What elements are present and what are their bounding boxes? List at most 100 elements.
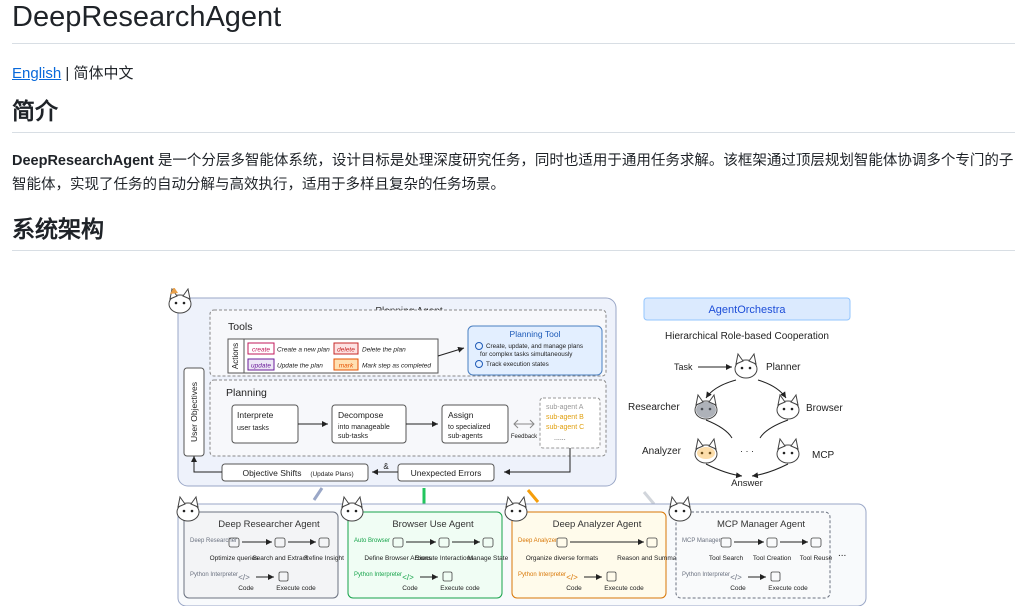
browser-use-agent-row1-1: Execute Interactions xyxy=(415,555,475,562)
browser-use-agent-cat-icon xyxy=(340,496,364,522)
mark-tag xyxy=(333,358,359,371)
interprete-title: Interprete xyxy=(237,410,274,420)
deep-analyzer-agent-side2: Python Interpreter xyxy=(518,572,566,578)
decompose-sub2: sub-tasks xyxy=(338,433,368,440)
delete-tag-text: delete xyxy=(337,347,355,354)
assign-sub2: sub-agents xyxy=(448,433,483,440)
user-objectives-label: User Objectives xyxy=(189,382,199,442)
analyzer-cat-icon xyxy=(694,438,718,464)
subagent-a: sub-agent A xyxy=(546,404,584,411)
connector-arrow-4 xyxy=(642,491,656,505)
intro-paragraph: DeepResearchAgent 是一个分层多智能体系统，设计目标是处理深度研… xyxy=(12,149,1015,197)
objective-shifts-label: Objective Shifts xyxy=(242,468,301,478)
feedback-label: Feedback xyxy=(511,434,538,440)
browser-use-agent-title: Browser Use Agent xyxy=(392,519,474,530)
browser-use-agent-side1: Auto Browser xyxy=(354,538,390,544)
update-plans-label: (Update Plans) xyxy=(310,471,353,478)
deep-researcher-agent-terminal-icon xyxy=(278,571,289,582)
mcp-manager-agent-code-icon: </> xyxy=(730,573,742,582)
agent-orchestra-title-box xyxy=(643,297,851,321)
mcp-manager-agent-side2: Python Interpreter xyxy=(682,572,730,578)
architecture-diagram: Planning Agent Tools Actions create Crea… xyxy=(166,288,870,606)
mcp-manager-agent-card xyxy=(675,511,831,599)
assign-title: Assign xyxy=(448,410,474,420)
orchestra-dots: · · · xyxy=(740,446,754,456)
hierarchical-label: Hierarchical Role-based Cooperation xyxy=(665,331,829,342)
browser-use-agent-row1-0: Define Browser Actions xyxy=(364,555,432,562)
update-desc: Update the plan xyxy=(277,363,323,370)
browser-use-agent-side2: Python Interpreter xyxy=(354,572,402,578)
amp-label: & xyxy=(383,462,389,471)
deep-analyzer-agent-row1-1: Reason and Summarize xyxy=(617,555,687,562)
language-separator: | xyxy=(61,65,74,82)
intro-project-name: DeepResearchAgent xyxy=(12,153,154,169)
mark-tag-text: mark xyxy=(339,363,354,370)
task-label: Task xyxy=(674,362,693,372)
mcp-manager-agent-row1-0: Tool Search xyxy=(709,555,744,562)
browser-use-agent-code-label: Code xyxy=(402,585,418,592)
deep-analyzer-agent-execute-label: Execute code xyxy=(604,585,644,592)
agent-orchestra-title: AgentOrchestra xyxy=(708,304,786,316)
tools-label: Tools xyxy=(228,321,253,333)
deep-analyzer-agent-terminal-icon xyxy=(606,571,617,582)
intro-heading: 简介 xyxy=(12,96,1015,133)
deep-researcher-agent-execute-label: Execute code xyxy=(276,585,316,592)
browser-label: Browser xyxy=(806,403,843,414)
planner-label: Planner xyxy=(766,362,801,373)
subagents-box xyxy=(539,397,601,449)
mcp-manager-agent-title: MCP Manager Agent xyxy=(717,519,805,530)
mcp-manager-agent-row1-icon-1 xyxy=(766,537,778,548)
planner-cat-icon xyxy=(734,353,758,379)
deep-researcher-agent-row1-1: Search and Extract xyxy=(252,555,307,562)
deep-analyzer-agent-row1-0: Organize diverse formats xyxy=(526,555,599,562)
browser-use-agent-card xyxy=(347,511,503,599)
deep-analyzer-agent-title: Deep Analyzer Agent xyxy=(553,519,642,530)
deep-researcher-agent-side2: Python Interpreter xyxy=(190,572,238,578)
subagent-b: sub-agent B xyxy=(546,414,584,421)
decompose-title: Decompose xyxy=(338,410,384,420)
deep-researcher-agent-card xyxy=(183,511,339,599)
english-link[interactable]: English xyxy=(12,65,62,82)
analyzer-label: Analyzer xyxy=(642,446,682,457)
browser-use-agent-row1-icon-2 xyxy=(482,537,494,548)
delete-desc: Delete the plan xyxy=(362,347,406,354)
deep-researcher-agent-code-icon: </> xyxy=(238,573,250,582)
update-tag-text: update xyxy=(251,363,271,370)
architecture-heading: 系统架构 xyxy=(12,214,1015,251)
delete-tag xyxy=(333,342,359,355)
deep-analyzer-agent-cat-icon xyxy=(504,496,528,522)
deep-analyzer-agent-card xyxy=(511,511,667,599)
deep-analyzer-agent-code-icon: </> xyxy=(566,573,578,582)
deep-researcher-agent-cat-icon xyxy=(176,496,200,522)
deep-researcher-agent-row1-icon-2 xyxy=(318,537,330,548)
deep-analyzer-agent-side1: Deep Analyzer xyxy=(518,538,557,544)
chinese-label: 简体中文 xyxy=(73,65,134,82)
browser-use-agent-row1-icon-0 xyxy=(392,537,404,548)
language-switcher: English | 简体中文 xyxy=(12,64,1015,84)
architecture-diagram-svg: Planning Agent Tools Actions create Crea… xyxy=(168,288,867,606)
subagent-more: ...... xyxy=(554,435,566,442)
create-tag-text: create xyxy=(252,347,270,354)
deep-analyzer-agent-row1-icon-0 xyxy=(556,537,568,548)
mcp-manager-agent-row1-2: Tool Reuse xyxy=(800,555,833,562)
intro-text: 是一个分层多智能体系统，设计目标是处理深度研究任务，同时也适用于通用任务求解。该… xyxy=(12,153,1014,193)
browser-use-agent-row1-2: Manage State xyxy=(468,555,509,562)
researcher-label: Researcher xyxy=(628,402,680,413)
update-tag xyxy=(247,358,275,371)
more-agents: ... xyxy=(838,548,846,559)
connector-arrow-1 xyxy=(312,487,324,501)
interprete-sub: user tasks xyxy=(237,425,269,432)
planning-tool-title: Planning Tool xyxy=(510,329,561,339)
assign-sub1: to specialized xyxy=(448,424,491,431)
browser-cat-icon xyxy=(776,394,800,420)
mcp-manager-agent-row1-1: Tool Creation xyxy=(753,555,792,562)
mcp-manager-agent-row1-icon-2 xyxy=(810,537,822,548)
deep-researcher-agent-row1-2: Refine Insight xyxy=(304,555,344,562)
mark-desc: Mark step as completed xyxy=(362,363,431,370)
mcp-manager-agent-row1-icon-0 xyxy=(720,537,732,548)
create-tag xyxy=(247,342,275,355)
assign-step xyxy=(441,404,509,444)
planning-tool-line2: for complex tasks simultaneously xyxy=(480,351,573,358)
